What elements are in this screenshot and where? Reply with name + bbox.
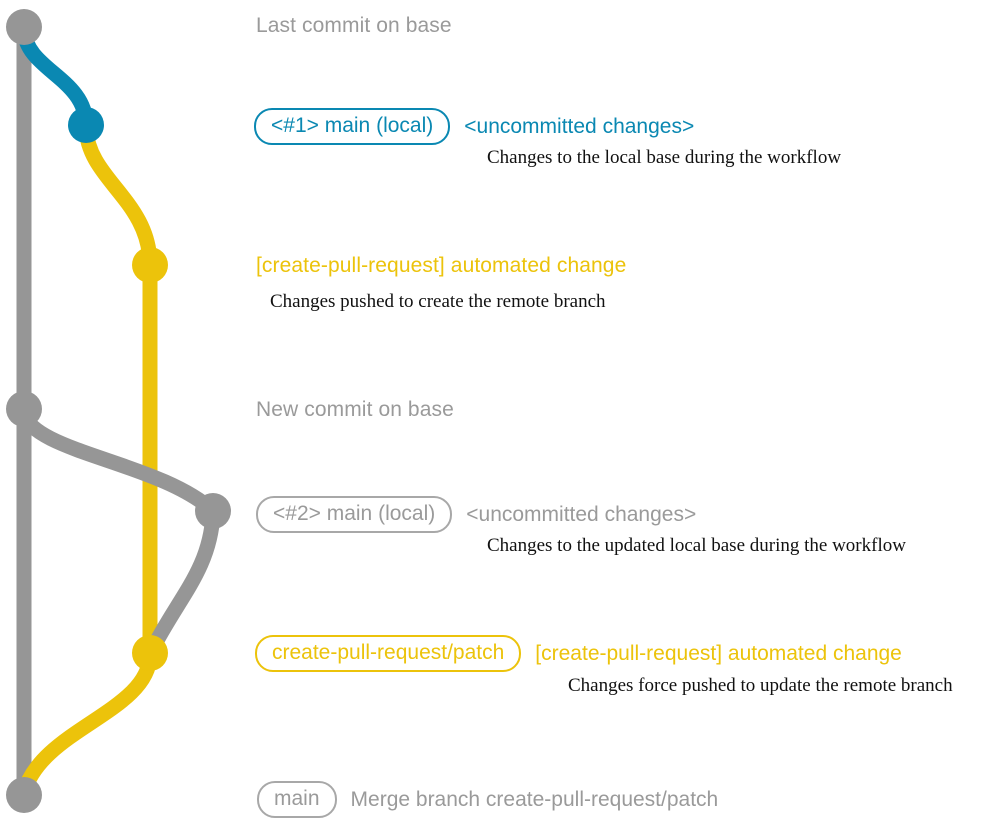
commit-node-patch-1 — [132, 247, 168, 283]
git-graph — [6, 9, 231, 813]
ref-badge-create-pull-request-patch[interactable]: create-pull-request/patch — [255, 635, 522, 672]
commit-note-local-1: Changes to the local base during the wor… — [487, 147, 842, 168]
ref-badge-main[interactable]: main — [257, 781, 337, 818]
entry-local-uncommitted-2: <#2> main (local) <uncommitted changes> — [256, 496, 696, 533]
commit-note-automated-2: Changes force pushed to update the remot… — [568, 675, 953, 696]
commit-caption: New commit on base — [256, 398, 454, 421]
commit-note-automated-1: Changes pushed to create the remote bran… — [270, 291, 606, 312]
commit-node-local-2 — [195, 493, 231, 529]
entry-local-uncommitted-1: <#1> main (local) <uncommitted changes> — [254, 108, 694, 145]
lane-local2-branch — [16, 404, 221, 519]
commit-message: Merge branch create-pull-request/patch — [350, 788, 719, 811]
commit-node-base-head — [6, 9, 42, 45]
entry-new-commit-on-base: New commit on base — [256, 399, 454, 420]
commit-node-base-new — [6, 391, 42, 427]
commit-node-merge — [6, 777, 42, 813]
ref-badge-main-local-2[interactable]: <#2> main (local) — [256, 496, 453, 533]
ref-badge-main-local-1[interactable]: <#1> main (local) — [254, 108, 451, 145]
entry-last-commit-on-base: Last commit on base — [256, 15, 452, 36]
commit-caption: [create-pull-request] automated change — [256, 254, 627, 277]
commit-note-local-2: Changes to the updated local base during… — [487, 535, 906, 556]
lane-patch-upper — [78, 120, 158, 273]
commit-node-local-1 — [68, 107, 104, 143]
entry-automated-change-1: [create-pull-request] automated change — [256, 255, 626, 276]
entry-automated-change-2: create-pull-request/patch [create-pull-r… — [255, 635, 902, 672]
lane-patch-merge — [16, 648, 158, 801]
commit-message: <uncommitted changes> — [464, 115, 695, 138]
commit-node-patch-2 — [132, 635, 168, 671]
commit-message: [create-pull-request] automated change — [535, 642, 902, 665]
commit-caption: Last commit on base — [256, 14, 452, 37]
commit-message: <uncommitted changes> — [466, 503, 697, 526]
lane-local2-to-patch — [144, 506, 221, 658]
entry-merge-branch: main Merge branch create-pull-request/pa… — [257, 781, 718, 818]
